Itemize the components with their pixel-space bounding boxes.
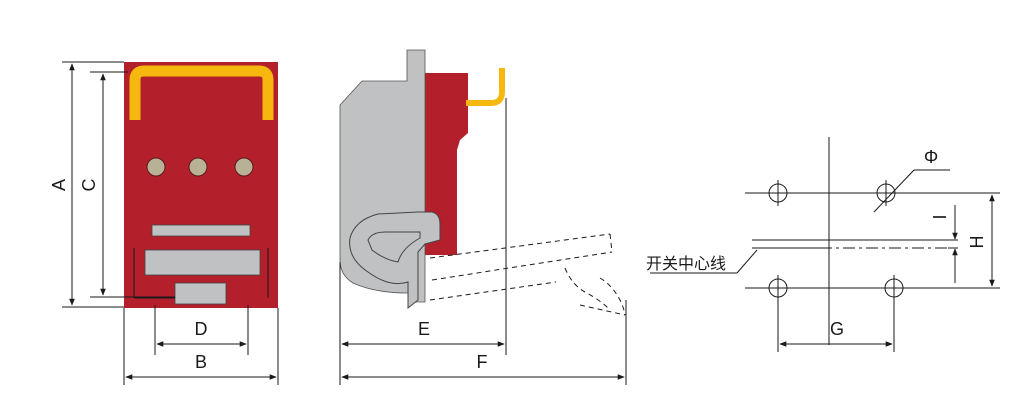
open-position-outline xyxy=(429,233,626,316)
label-b: B xyxy=(195,352,207,372)
dimension-d: D xyxy=(156,319,247,347)
bottom-tab xyxy=(174,282,227,305)
dimension-phi: Φ xyxy=(873,147,950,213)
label-e: E xyxy=(418,319,430,339)
dimension-b: B xyxy=(125,352,277,380)
switch-centerline-label: 开关中心线 xyxy=(646,255,726,273)
hook-inner-curve xyxy=(367,231,421,263)
side-body xyxy=(425,73,468,255)
label-h: H xyxy=(967,236,987,249)
dimension-e: E xyxy=(341,319,505,347)
mounting-hole-top-left xyxy=(768,180,788,206)
window-plate xyxy=(144,249,261,276)
front-handle xyxy=(129,65,274,120)
dimension-i: I xyxy=(930,205,958,283)
side-view xyxy=(339,49,626,316)
label-a: A xyxy=(49,179,69,191)
label-d: D xyxy=(195,319,208,339)
mounting-hole-bottom-right xyxy=(884,275,904,301)
label-c: C xyxy=(79,179,99,192)
dimension-h: H xyxy=(967,194,995,287)
label-phi: Φ xyxy=(924,147,938,167)
indicator-hole-3 xyxy=(234,157,254,177)
side-handle xyxy=(466,68,505,106)
label-f: F xyxy=(477,352,488,372)
mounting-holes xyxy=(768,180,904,301)
indicator-hole-2 xyxy=(188,157,208,177)
side-extension-lines xyxy=(339,98,627,385)
mounting-hole-top-right xyxy=(876,180,896,206)
label-i: I xyxy=(930,214,950,219)
mounting-diagram xyxy=(650,137,1000,352)
indicator-hole-1 xyxy=(146,157,166,177)
dimension-f: F xyxy=(341,352,625,380)
dimension-c: C xyxy=(79,73,106,296)
front-extension-lines xyxy=(62,61,279,385)
front-view xyxy=(124,62,278,308)
dimension-g: G xyxy=(779,319,893,347)
label-strip xyxy=(151,224,251,237)
mounting-hole-bottom-left xyxy=(768,275,788,301)
label-g: G xyxy=(830,319,844,339)
dimension-a: A xyxy=(49,63,75,306)
